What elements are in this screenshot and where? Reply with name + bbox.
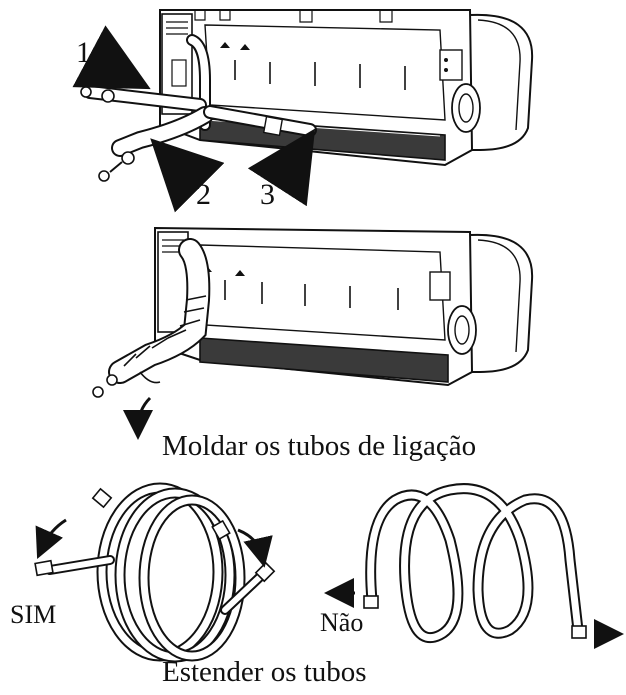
- indoor-unit-top: [81, 10, 532, 181]
- callout-label-2: 2: [196, 178, 211, 212]
- callout-arrow-2: [170, 158, 192, 180]
- coil-correct: [35, 488, 274, 657]
- caption-shape-pipes: Moldar os tubos de ligação: [162, 430, 476, 463]
- label-no: Não: [320, 608, 363, 638]
- callout-label-1: 1: [76, 36, 91, 70]
- indoor-unit-middle: [93, 228, 532, 397]
- caption-extend-pipes: Estender os tubos: [162, 656, 367, 689]
- callout-arrow-1: [96, 60, 126, 76]
- coil-incorrect: [336, 489, 612, 638]
- callout-arrow-3: [282, 152, 300, 180]
- callout-label-3: 3: [260, 178, 275, 212]
- label-yes: SIM: [10, 600, 56, 630]
- bend-arrow-down: [138, 398, 150, 428]
